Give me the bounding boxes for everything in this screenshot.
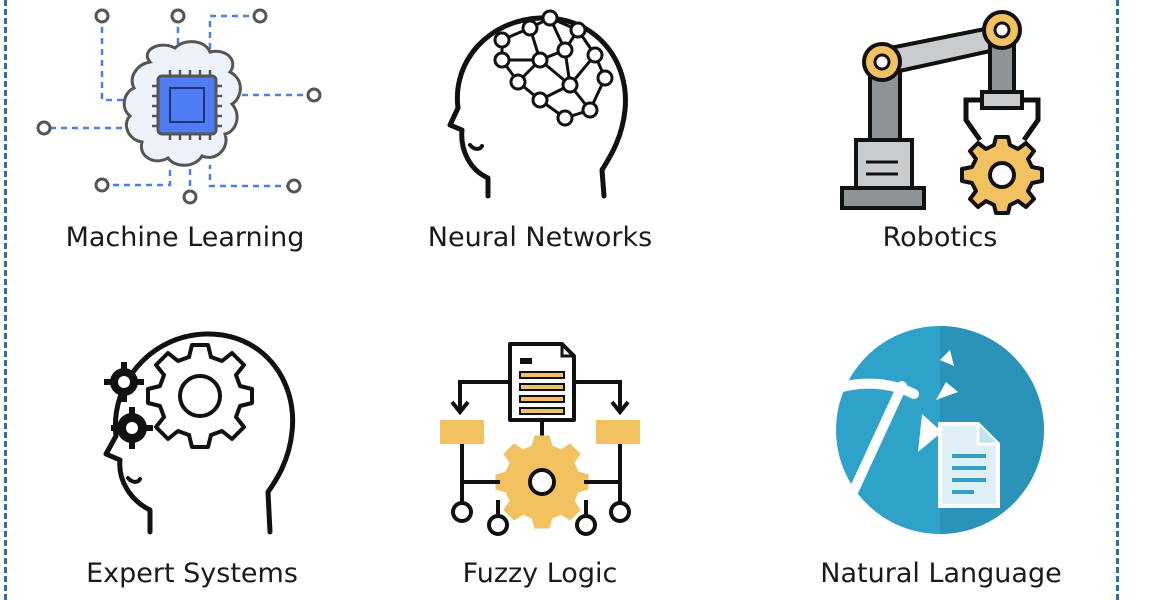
head-gears-icon (103, 331, 296, 535)
neural-networks-label: Neural Networks (427, 222, 653, 253)
robot-arm-icon (840, 10, 1044, 215)
natural-language-label: Natural Language (820, 558, 1062, 589)
machine-learning-tile: Machine Learning (30, 0, 330, 270)
fuzzy-logic-label: Fuzzy Logic (462, 558, 618, 589)
robotics-tile: Robotics (790, 0, 1090, 270)
dashed-border-left (4, 0, 7, 600)
natural-language-tile: Natural Language (790, 320, 1090, 600)
chip-brain-icon (36, 8, 322, 205)
dashed-border-right (1116, 0, 1119, 600)
machine-learning-label: Machine Learning (65, 222, 305, 253)
head-network-icon (447, 9, 628, 199)
expert-systems-tile: Expert Systems (40, 320, 340, 600)
fuzzy-logic-tile: Fuzzy Logic (390, 320, 690, 600)
flowchart-gear-icon (440, 342, 640, 536)
robotics-label: Robotics (882, 222, 998, 253)
pickaxe-document-icon (827, 326, 1044, 534)
neural-networks-tile: Neural Networks (390, 0, 690, 270)
expert-systems-label: Expert Systems (86, 558, 298, 589)
